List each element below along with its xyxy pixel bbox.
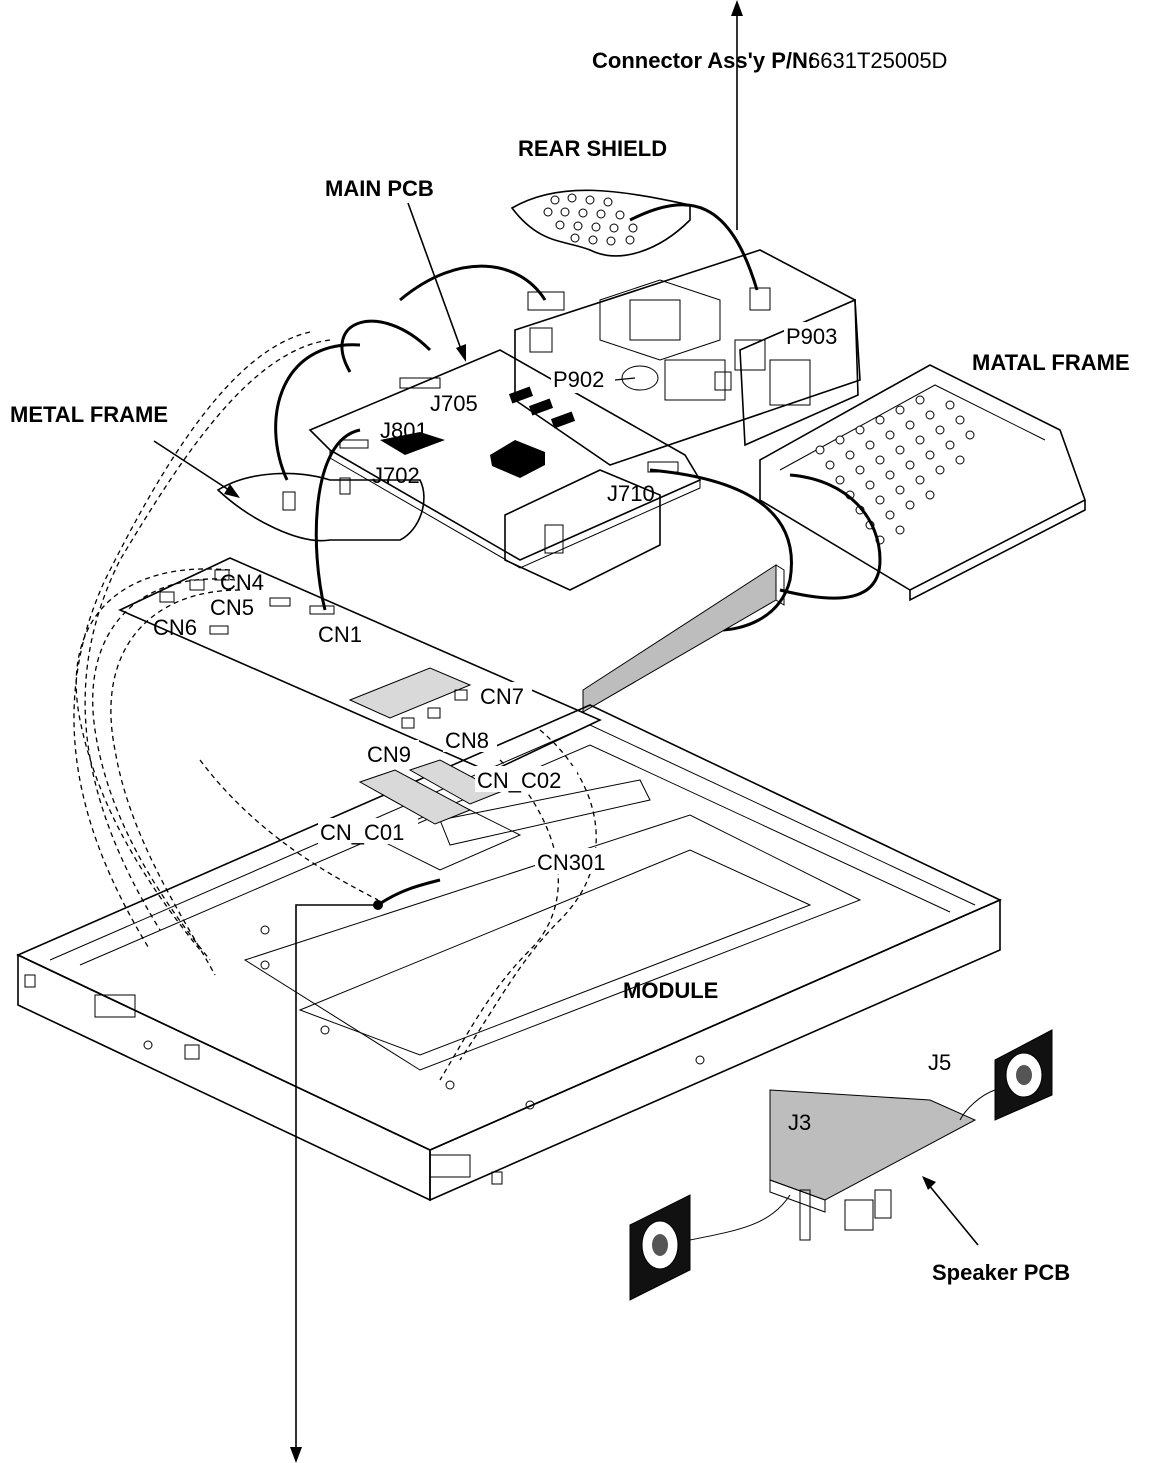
speaker-left-part	[629, 1194, 791, 1301]
metal-frame-part	[216, 472, 425, 542]
cn-c02-label: CN_C02	[477, 768, 561, 793]
cn6-label: CN6	[153, 615, 197, 640]
panel-stick-part	[582, 564, 785, 713]
dashed-cables	[73, 331, 597, 1081]
cn8-label: CN8	[445, 728, 489, 753]
metal-frame-label: METAL FRAME	[10, 402, 168, 427]
speaker-pcb-part	[769, 1089, 977, 1241]
p902-label: P902	[553, 367, 604, 392]
cn-c01-label: CN_C01	[320, 820, 404, 845]
module-part	[16, 704, 1002, 1202]
cn5-label: CN5	[210, 595, 254, 620]
cables	[274, 203, 882, 907]
speaker-pcb-label: Speaker PCB	[932, 1260, 1070, 1285]
matal-frame-label: MATAL FRAME	[972, 350, 1130, 375]
module-cable-arrow	[290, 900, 383, 1463]
j705-label: J705	[430, 391, 478, 416]
p903-label: P903	[786, 324, 837, 349]
cn301-label: CN301	[537, 850, 605, 875]
j702-label: J702	[372, 463, 420, 488]
speaker-right-part	[959, 1029, 1053, 1121]
rear-shield-part	[510, 189, 691, 257]
power-board-part	[514, 249, 861, 466]
connector-prefix-label: Connector Ass'y P/N:	[592, 48, 815, 73]
main-pcb-part	[308, 349, 702, 591]
connector-assembly-arrow	[731, 0, 743, 230]
j710-label: J710	[607, 481, 655, 506]
main-pcb-label: MAIN PCB	[325, 176, 434, 201]
matal-frame-part	[759, 364, 1086, 602]
rear-shield-label: REAR SHIELD	[518, 136, 667, 161]
cn4-label: CN4	[220, 570, 264, 595]
pointer-arrows	[153, 202, 979, 1246]
cn7-label: CN7	[480, 684, 524, 709]
j801-label: J801	[380, 418, 428, 443]
module-label: MODULE	[623, 978, 718, 1003]
cn9-label: CN9	[367, 742, 411, 767]
tcon-board-part	[118, 557, 602, 773]
j3-label: J3	[788, 1110, 811, 1135]
connector-pn-label: 6631T25005D	[808, 48, 947, 73]
j5-label: J5	[928, 1050, 951, 1075]
cn1-label: CN1	[318, 622, 362, 647]
